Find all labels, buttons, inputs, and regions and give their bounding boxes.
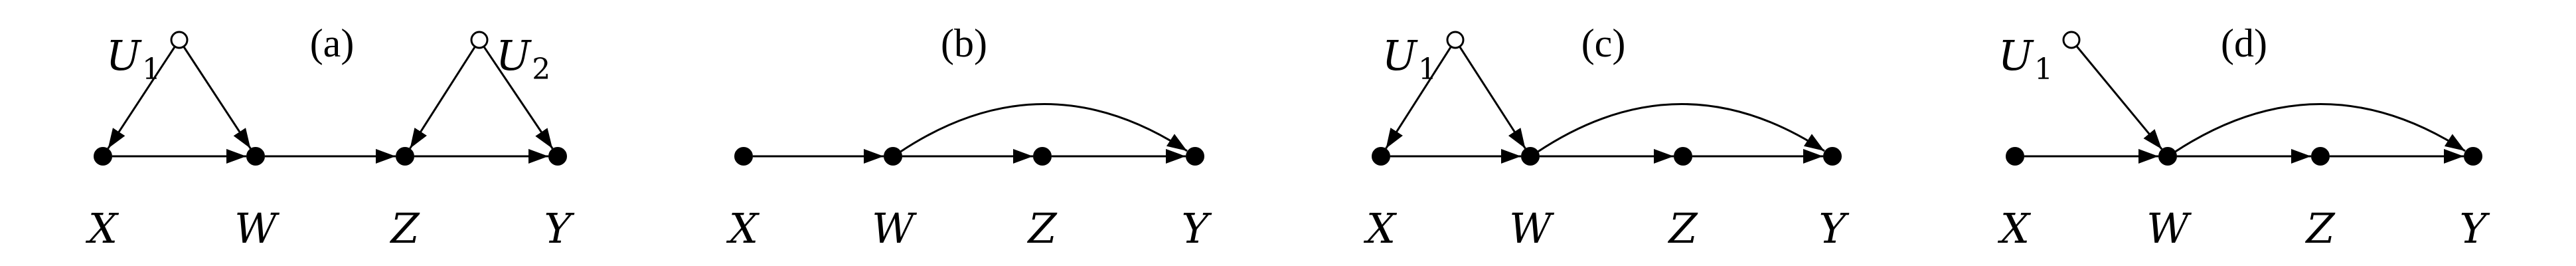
- node-label-c-y: Y: [1819, 204, 1850, 253]
- node-a-z: [396, 147, 414, 166]
- edge-c-u1-to-x: [1385, 47, 1452, 150]
- panel-d: X W Z Y U1 (d): [1998, 21, 2490, 253]
- node-c-z: [1674, 147, 1692, 166]
- node-b-x: [734, 147, 753, 166]
- edge-a-u2-to-z: [409, 47, 476, 150]
- node-a-x: [94, 147, 112, 166]
- edge-a-u2-to-y: [483, 46, 554, 150]
- node-label-a-u1: U1: [106, 31, 161, 86]
- edge-a-u1-to-x: [107, 47, 176, 150]
- node-label-b-w: W: [872, 204, 917, 253]
- node-label-a-y: Y: [544, 204, 575, 253]
- edge-c-w-to-y: [1536, 103, 1825, 154]
- panel-label-c: (c): [1581, 21, 1626, 65]
- node-label-c-u1: U1: [1382, 31, 1437, 86]
- node-d-w: [2158, 147, 2177, 166]
- node-a-y: [548, 147, 567, 166]
- node-label-a-w: W: [234, 204, 280, 253]
- node-b-w: [884, 147, 902, 166]
- node-label-a-x: X: [86, 204, 120, 253]
- node-b-y: [1186, 147, 1204, 166]
- node-label-d-w: W: [2146, 204, 2192, 253]
- node-d-y: [2464, 147, 2482, 166]
- node-label-a-z: Z: [389, 204, 420, 253]
- node-label-d-z: Z: [2304, 204, 2335, 253]
- panel-label-b: (b): [941, 21, 987, 65]
- panel-a: X W Z Y U1 U2 (a): [86, 21, 575, 253]
- node-label-c-z: Z: [1667, 204, 1698, 253]
- node-b-z: [1033, 147, 1052, 166]
- node-label-d-u1: U1: [1998, 31, 2053, 86]
- node-d-x: [2006, 147, 2024, 166]
- node-a-u2: [470, 31, 489, 49]
- edge-d-u1-to-w: [2076, 46, 2163, 150]
- node-label-b-z: Z: [1026, 204, 1057, 253]
- node-a-w: [246, 147, 265, 166]
- node-label-d-x: X: [1998, 204, 2032, 253]
- node-a-u1: [170, 31, 189, 49]
- node-c-y: [1823, 147, 1842, 166]
- node-c-w: [1521, 147, 1540, 166]
- edge-c-u1-to-w: [1459, 47, 1526, 150]
- node-label-c-w: W: [1509, 204, 1554, 253]
- node-label-d-y: Y: [2460, 204, 2490, 253]
- edge-a-u1-to-w: [183, 47, 252, 150]
- panel-label-a: (a): [310, 21, 355, 65]
- panel-c: X W Z Y U1 (c): [1364, 21, 1850, 253]
- panel-b: X W Z Y (b): [726, 21, 1212, 253]
- edge-b-w-to-y: [899, 103, 1188, 154]
- node-c-u1: [1446, 31, 1465, 49]
- node-c-x: [1372, 147, 1390, 166]
- node-label-b-x: X: [726, 204, 760, 253]
- node-label-c-x: X: [1364, 204, 1398, 253]
- node-label-a-u2: U2: [496, 31, 550, 86]
- node-d-z: [2311, 147, 2330, 166]
- node-label-b-y: Y: [1182, 204, 1212, 253]
- panel-label-d: (d): [2221, 21, 2267, 65]
- edge-d-w-to-y: [2174, 103, 2466, 154]
- node-d-u1: [2062, 31, 2081, 49]
